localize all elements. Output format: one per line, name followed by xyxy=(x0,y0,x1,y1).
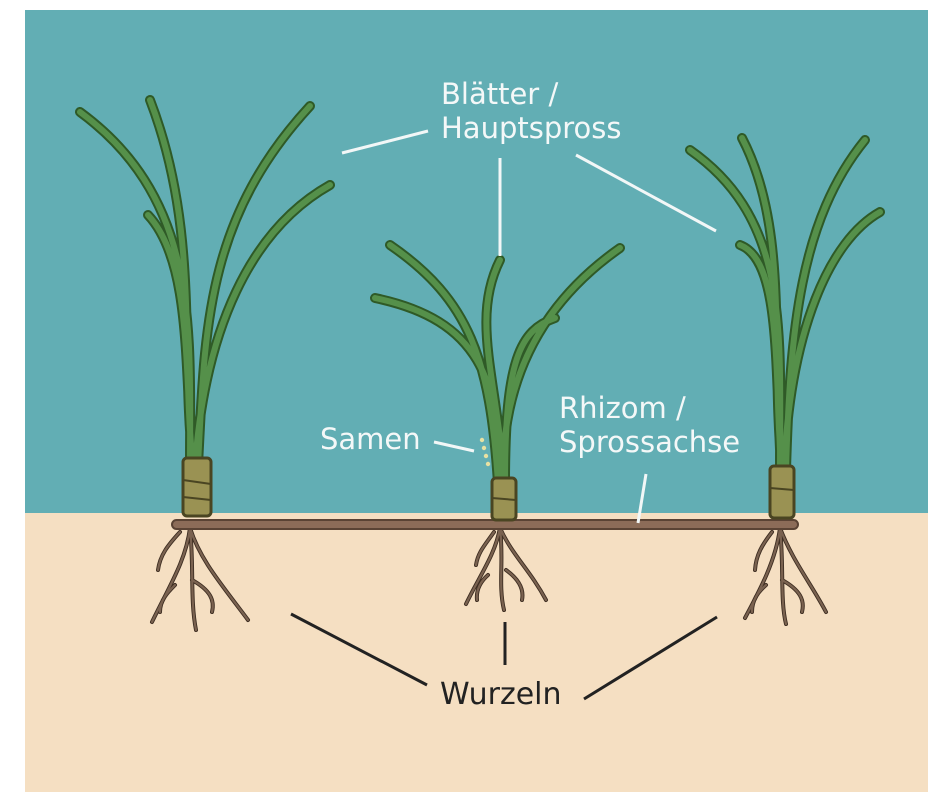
label-leaves-line1: Blätter / xyxy=(441,77,558,111)
leaf-sheath-left xyxy=(183,458,211,516)
rhizome xyxy=(172,520,798,529)
label-roots: Wurzeln xyxy=(440,677,562,712)
label-seeds: Samen xyxy=(320,422,421,456)
label-rhizome-line2: Sprossachse xyxy=(559,425,740,459)
leaf-sheath-right xyxy=(770,466,794,518)
label-rhizome-line1: Rhizom / xyxy=(559,391,686,425)
label-leaves-line2: Hauptspross xyxy=(441,111,622,145)
